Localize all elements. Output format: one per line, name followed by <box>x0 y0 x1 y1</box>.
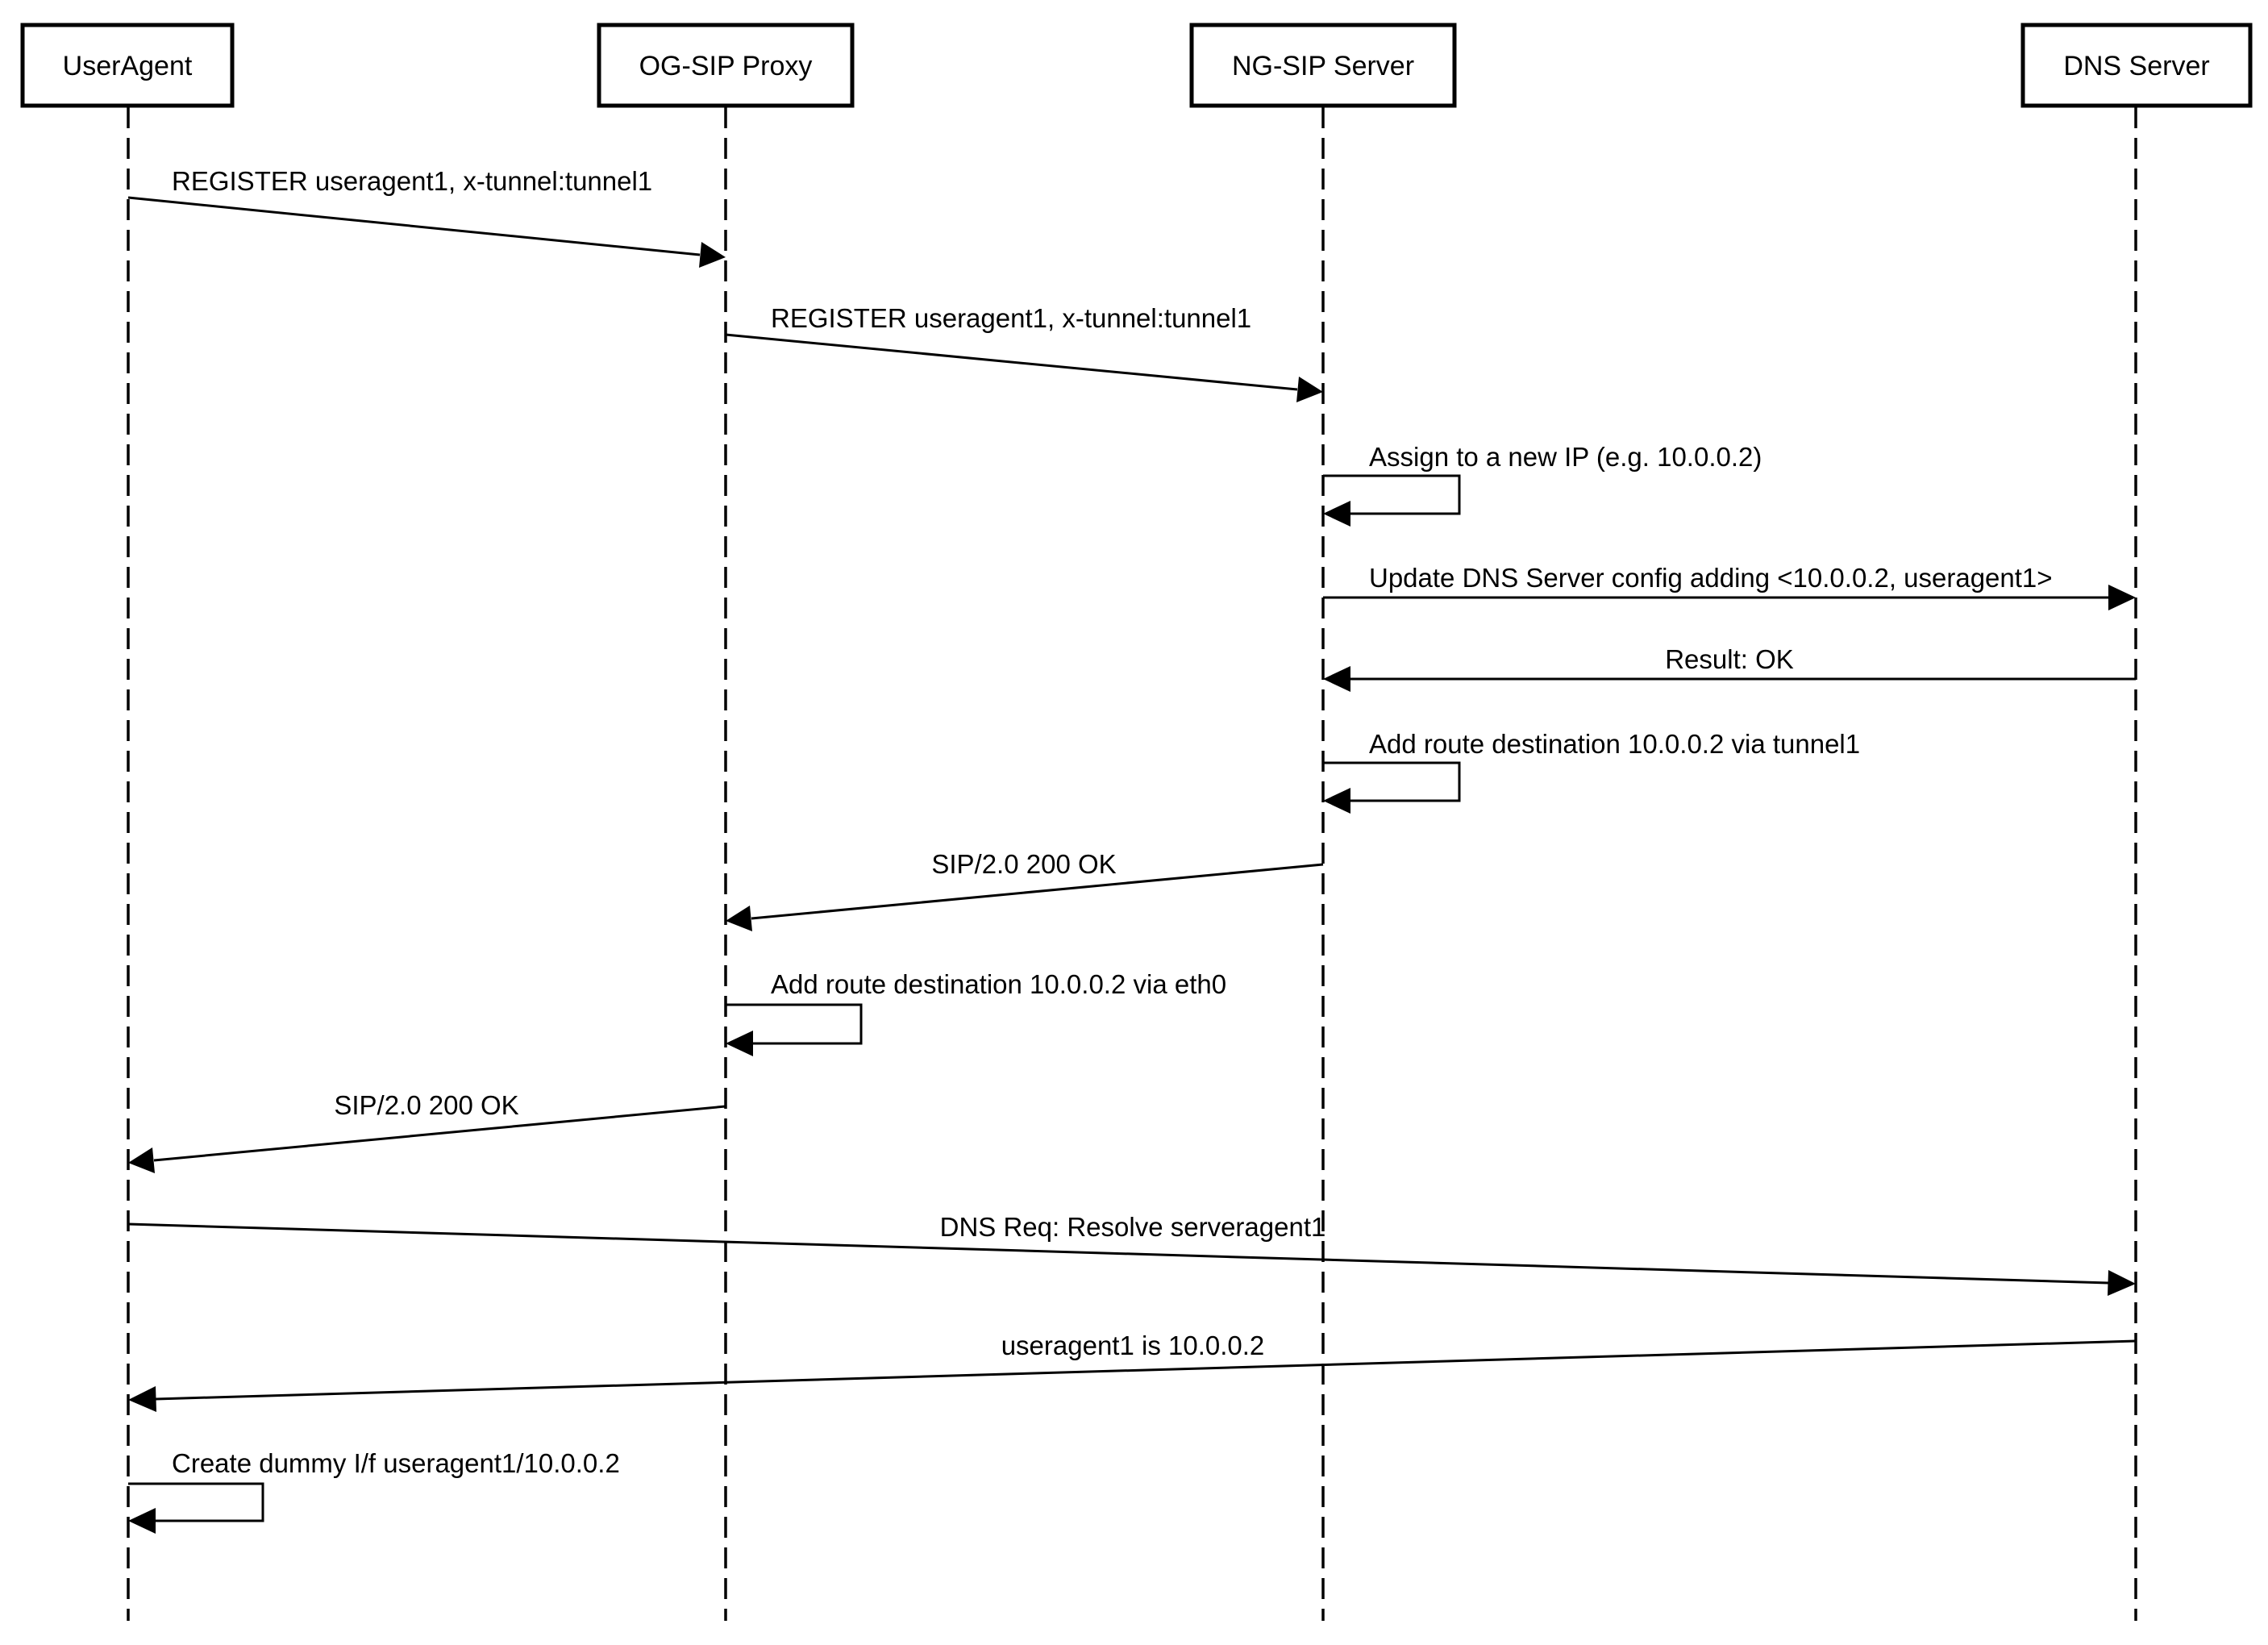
message-add-route-tunnel: Add route destination 10.0.0.2 via tunne… <box>1323 729 1860 814</box>
actor-dns-server: DNS Server <box>2020 23 2253 108</box>
actor-label: OG-SIP Proxy <box>639 51 813 81</box>
arrowhead-icon <box>726 906 752 931</box>
message-register-to-server: REGISTER useragent1, x-tunnel:tunnel1 <box>725 303 1323 402</box>
arrowhead-icon <box>128 1386 156 1412</box>
message-line <box>751 863 1324 920</box>
message-assign-ip: Assign to a new IP (e.g. 10.0.0.2) <box>1323 442 1762 527</box>
message-200-ok-to-proxy: SIP/2.0 200 OK <box>726 849 1324 931</box>
arrowhead-icon <box>128 1508 156 1534</box>
message-label: Assign to a new IP (e.g. 10.0.0.2) <box>1369 442 1762 472</box>
message-create-dummy-interface: Create dummy I/f useragent1/10.0.0.2 <box>128 1448 620 1534</box>
arrowhead-icon <box>1296 377 1323 402</box>
message-line <box>155 1339 2137 1401</box>
message-result-ok: Result: OK <box>1323 644 2136 692</box>
arrowhead-icon <box>1323 666 1350 692</box>
message-label: useragent1 is 10.0.0.2 <box>1001 1331 1265 1360</box>
message-line <box>726 1003 863 1045</box>
message-dns-request: DNS Req: Resolve serveragent1 <box>127 1212 2136 1296</box>
message-update-dns-config: Update DNS Server config adding <10.0.0.… <box>1323 563 2136 610</box>
arrowhead-icon <box>1323 788 1350 814</box>
message-200-ok-to-useragent: SIP/2.0 200 OK <box>128 1090 726 1173</box>
message-label: SIP/2.0 200 OK <box>334 1090 518 1120</box>
message-label: REGISTER useragent1, x-tunnel:tunnel1 <box>771 303 1251 333</box>
message-label: Result: OK <box>1665 644 1794 674</box>
message-label: REGISTER useragent1, x-tunnel:tunnel1 <box>172 166 652 196</box>
arrowhead-icon <box>699 242 726 268</box>
actor-label: UserAgent <box>63 51 193 81</box>
message-dns-reply: useragent1 is 10.0.0.2 <box>128 1331 2137 1412</box>
message-line <box>128 1482 264 1522</box>
actor-og-sip-proxy: OG-SIP Proxy <box>597 23 855 108</box>
message-line <box>127 196 701 256</box>
message-line <box>725 333 1298 391</box>
message-line <box>1323 474 1461 515</box>
arrowhead-icon <box>2108 585 2136 610</box>
message-line <box>153 1105 726 1162</box>
message-label: Update DNS Server config adding <10.0.0.… <box>1369 563 2053 593</box>
arrowhead-icon <box>128 1147 155 1173</box>
message-label: Add route destination 10.0.0.2 via eth0 <box>771 969 1226 999</box>
message-line <box>127 1222 2109 1285</box>
message-line <box>1323 761 1461 802</box>
message-label: DNS Req: Resolve serveragent1 <box>940 1212 1326 1242</box>
actor-useragent: UserAgent <box>20 23 235 108</box>
arrowhead-icon <box>2108 1270 2136 1296</box>
actor-ng-sip-server: NG-SIP Server <box>1189 23 1457 108</box>
message-label: SIP/2.0 200 OK <box>931 849 1116 879</box>
arrowhead-icon <box>1323 501 1350 527</box>
actor-label: NG-SIP Server <box>1232 51 1414 81</box>
message-label: Add route destination 10.0.0.2 via tunne… <box>1369 729 1860 759</box>
arrowhead-icon <box>726 1031 753 1056</box>
message-add-route-eth0: Add route destination 10.0.0.2 via eth0 <box>726 969 1226 1056</box>
message-label: Create dummy I/f useragent1/10.0.0.2 <box>172 1448 620 1478</box>
message-register-to-proxy: REGISTER useragent1, x-tunnel:tunnel1 <box>127 166 726 268</box>
actor-label: DNS Server <box>2063 51 2209 81</box>
